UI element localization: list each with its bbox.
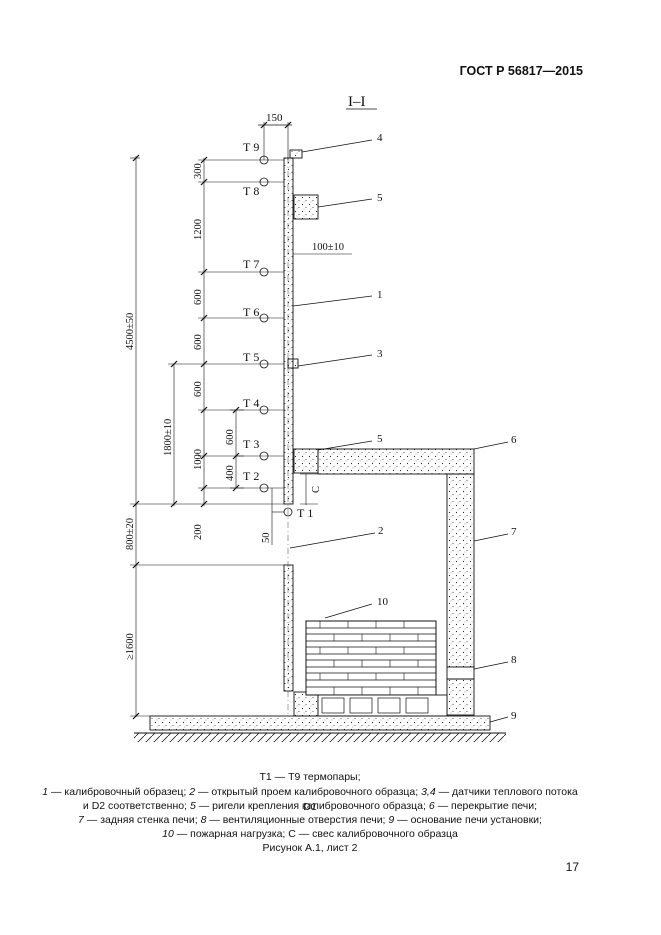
page-number: 17	[565, 860, 579, 874]
furnace-roof	[317, 448, 475, 475]
tc-label-9: Т 9	[243, 140, 259, 154]
callout-5-upper: 5	[377, 192, 383, 204]
tc-label-8: Т 8	[243, 184, 259, 198]
section-title: I–I	[348, 94, 366, 110]
dim-800: 800±20	[125, 518, 136, 550]
dim-600-c: 600	[193, 381, 204, 397]
callout-2: 2	[378, 525, 384, 537]
dimension-lines	[130, 156, 352, 717]
caption-line-1: Т1 — Т9 термопары;	[259, 771, 361, 783]
figure-title: Рисунок А.1, лист 2	[262, 842, 358, 854]
dim-50: 50	[261, 533, 272, 544]
tc-label-7: Т 7	[243, 257, 259, 271]
caption-line-2: 1 — калибровочный образец; 2 — открытый …	[42, 786, 578, 813]
callout-1: 1	[377, 289, 383, 301]
sensor-3	[287, 358, 299, 369]
beam-5-upper	[293, 194, 319, 220]
callout-4: 4	[377, 132, 383, 144]
dim-150: 150	[266, 112, 283, 124]
callout-10: 10	[377, 596, 389, 608]
dim-c: С	[311, 486, 322, 493]
dim-100: 100±10	[312, 242, 344, 253]
dim-600-a: 600	[193, 289, 204, 305]
ground-hatch	[134, 733, 506, 742]
dim-400: 400	[225, 465, 236, 481]
dim-1200: 1200	[193, 219, 204, 240]
callout-3: 3	[377, 348, 383, 360]
callout-9: 9	[511, 710, 517, 722]
tc-label-1: Т 1	[297, 506, 313, 520]
callout-5-lower: 5	[377, 433, 383, 445]
fire-load	[305, 620, 437, 696]
sensor-4	[289, 149, 303, 159]
callout-6: 6	[511, 434, 517, 446]
dim-1800: 1800±10	[163, 419, 174, 456]
callout-8: 8	[511, 654, 517, 666]
tc-label-3: Т 3	[243, 437, 259, 451]
callout-leaders	[289, 139, 509, 723]
tc-label-2: Т 2	[243, 469, 259, 483]
caption-line-3: и D2 соответственно; 5 — ригели креплени…	[82, 800, 538, 812]
calibration-specimen	[283, 157, 294, 505]
dimension-ticks	[132, 121, 292, 720]
dim-600-d: 600	[225, 429, 236, 445]
tc-label-5: Т 5	[243, 350, 259, 364]
caption-line-4: 7 — задняя стенка печи; 8 — вентиляционн…	[78, 814, 542, 826]
tc-label-6: Т 6	[243, 305, 259, 319]
furnace-back-wall	[446, 473, 475, 668]
tc-label-4: Т 4	[243, 396, 259, 410]
dim-300: 300	[193, 163, 204, 179]
dim-200: 200	[193, 524, 204, 540]
front-wall-lower	[283, 564, 294, 692]
dim-4500: 4500±50	[125, 313, 136, 350]
caption-line-5: 10 — пожарная нагрузка; С — свес калибро…	[162, 828, 458, 840]
dim-1000: 1000	[193, 449, 204, 470]
dim-1600: ≥1600	[125, 633, 136, 660]
beam-5-lower	[293, 448, 319, 474]
fire-load-support	[317, 694, 448, 717]
furnace-base	[149, 715, 491, 731]
standard-header: ГОСТ Р 56817—2015	[459, 64, 583, 78]
callout-7: 7	[511, 526, 517, 538]
vent-opening	[446, 666, 475, 680]
dim-600-b: 600	[193, 334, 204, 350]
technical-drawing: I–I 150	[125, 94, 517, 742]
